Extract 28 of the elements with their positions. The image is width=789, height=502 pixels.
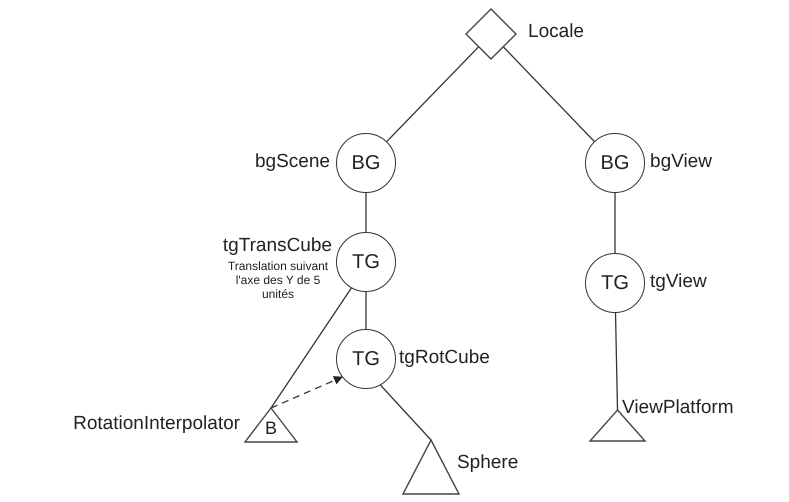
dashed-arrow — [270, 376, 343, 409]
node-name: tgRotCube — [399, 347, 491, 369]
connector-line — [502, 46, 595, 142]
connector-line — [386, 46, 480, 142]
node-name: Locale — [528, 21, 585, 43]
connector-line — [614, 193, 616, 253]
node-label: BG — [600, 152, 630, 174]
connector-line — [365, 292, 367, 329]
node-name: Sphere — [457, 452, 520, 474]
node-note: Translation suivant l'axe des Y de 5 unités — [226, 260, 330, 302]
connector-line — [380, 384, 432, 440]
connector-line — [614, 312, 618, 410]
locale-diamond — [466, 9, 516, 59]
node-name: tgTransCube — [222, 235, 332, 257]
connector-line — [365, 193, 367, 232]
node-label: TG — [352, 250, 380, 274]
node-name: bgView — [650, 151, 713, 173]
node-label: BG — [352, 152, 380, 174]
connector-line — [270, 288, 352, 408]
node-label: TG — [352, 348, 380, 370]
node-name: ViewPlatform — [622, 397, 735, 419]
node-label: TG — [601, 272, 629, 294]
node-name: RotationInterpolator — [72, 413, 240, 435]
node-name: tgView — [650, 271, 708, 293]
leaf-triangle — [245, 408, 297, 442]
node-name: bgScene — [254, 151, 330, 173]
leaf-triangle — [403, 440, 459, 494]
node-label: B — [264, 418, 277, 440]
